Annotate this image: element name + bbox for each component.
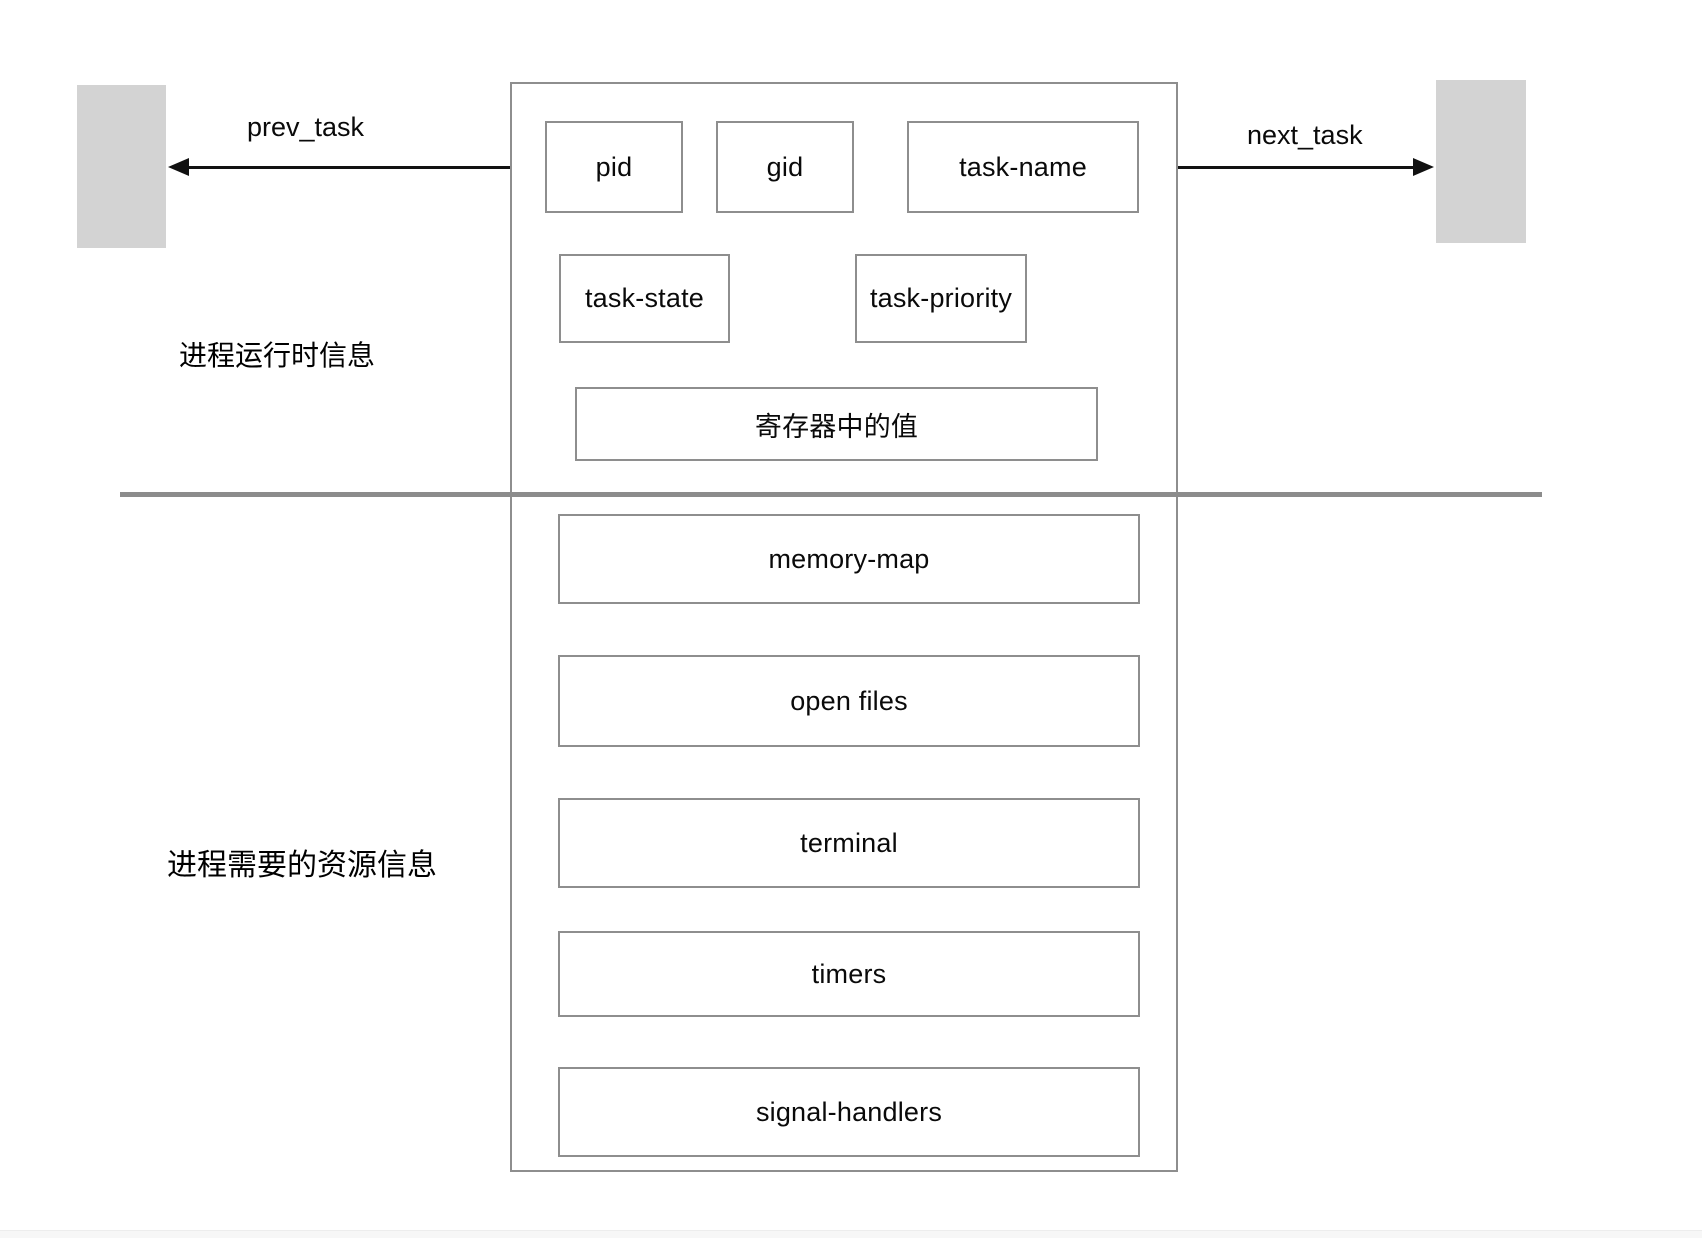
next-task-node xyxy=(1436,80,1526,243)
field-terminal: terminal xyxy=(558,798,1140,888)
next-task-arrowhead-icon xyxy=(1413,158,1434,176)
field-signal-handlers: signal-handlers xyxy=(558,1067,1140,1157)
bottom-edge-strip xyxy=(0,1230,1702,1238)
section-divider xyxy=(120,492,1542,497)
prev-task-node xyxy=(77,85,166,248)
field-pid: pid xyxy=(545,121,683,213)
field-task-name: task-name xyxy=(907,121,1139,213)
field-task-priority: task-priority xyxy=(855,254,1027,343)
field-task-state: task-state xyxy=(559,254,730,343)
prev-task-arrow-line xyxy=(186,166,545,169)
next-task-arrow-line xyxy=(1139,166,1415,169)
prev-task-arrowhead-icon xyxy=(168,158,189,176)
field-gid: gid xyxy=(716,121,854,213)
field-registers: 寄存器中的值 xyxy=(575,387,1098,461)
resources-section-label: 进程需要的资源信息 xyxy=(167,849,437,882)
next-task-label: next_task xyxy=(1247,120,1363,150)
field-memory-map: memory-map xyxy=(558,514,1140,604)
field-timers: timers xyxy=(558,931,1140,1017)
runtime-section-label: 进程运行时信息 xyxy=(179,340,376,371)
field-open-files: open files xyxy=(558,655,1140,747)
prev-task-label: prev_task xyxy=(247,112,365,142)
